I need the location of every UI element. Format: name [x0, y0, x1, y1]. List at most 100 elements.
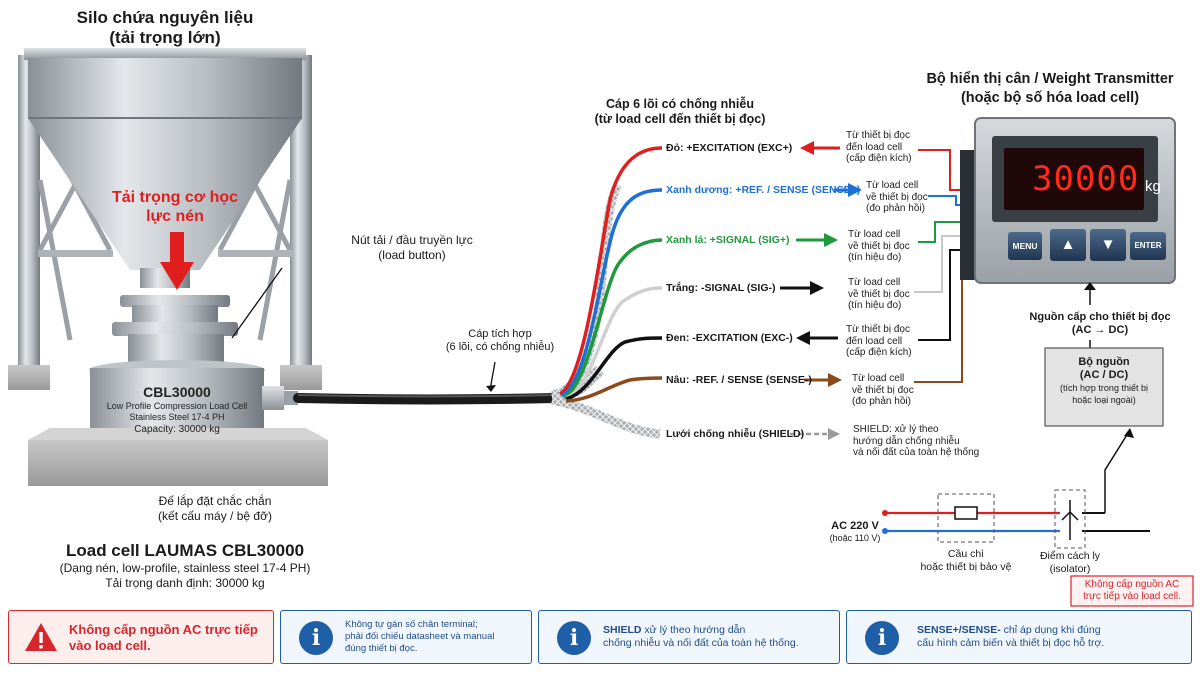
- info-banner-shield: i SHIELD xử lý theo hướng dẫn chống nhiễ…: [538, 610, 840, 664]
- shield-label: Lưới chống nhiễu (SHIELD): [666, 428, 805, 440]
- info-icon: i: [557, 621, 591, 655]
- transmitter-title: Bộ hiển thị cân / Weight Transmitter (ho…: [905, 70, 1195, 108]
- shield-note-3: và nối đất của toàn hệ thống: [853, 447, 980, 458]
- wire-note-black: Từ thiết bị đọc đến load cell (cấp điện …: [846, 324, 912, 359]
- fuse-label: Cầu chì hoặc thiết bị bảo vệ: [908, 548, 1024, 574]
- shield-note-1: SHIELD: xử lý theo: [853, 424, 939, 435]
- power-unit: Bộ nguồn (AC / DC) (tích hợp trong thiết…: [1045, 356, 1163, 406]
- wire-note-green: Từ load cell về thiết bị đọc (tín hiệu đ…: [848, 229, 910, 264]
- wire-green-color-name: Xanh lá:: [666, 234, 707, 246]
- info-sense-line1: chỉ áp dụng khi đúng: [1000, 624, 1101, 636]
- cable6-title: Cáp 6 lõi có chống nhiễu (từ load cell đ…: [575, 97, 785, 127]
- isolator-line1: Điểm cách ly: [1039, 550, 1101, 562]
- ac-input-line2: (hoặc 110 V): [829, 533, 881, 543]
- wire-blue-signal: +REF. / SENSE (SENSE+): [735, 184, 861, 196]
- display-unit: kg: [1145, 178, 1161, 195]
- warning-banner-line1: Không cấp nguồn AC trực tiếp: [69, 622, 258, 637]
- wire-note-brown: Từ load cell về thiết bị đọc (đo phản hồ…: [852, 373, 914, 408]
- loadcell-caption-title: Load cell LAUMAS CBL30000: [65, 541, 305, 560]
- warning-banner-line2: vào load cell.: [69, 638, 151, 653]
- note-blue-1: Từ load cell: [866, 180, 919, 191]
- base-label: Đế lắp đặt chắc chắn (kết cấu máy / bệ đ…: [115, 494, 315, 524]
- isolator-label: Điểm cách ly (isolator): [1020, 550, 1120, 576]
- up-button[interactable]: ▲: [1050, 229, 1086, 261]
- weight-display: 30000: [1012, 157, 1142, 201]
- loadcell-model: CBL30000: [143, 384, 211, 400]
- integrated-cable-label: Cáp tích hợp (6 lõi, có chống nhiễu): [420, 328, 580, 354]
- note-red-2: đến load cell: [846, 141, 903, 153]
- wire-brown-color-name: Nâu:: [666, 374, 690, 386]
- info-terminal-line2: phải đối chiếu datasheet và manual: [345, 631, 495, 642]
- wire-label-white: Trắng: -SIGNAL (SIG-): [666, 282, 776, 295]
- ac-warning-box: [1070, 575, 1194, 607]
- info-icon: i: [299, 621, 333, 655]
- power-unit-line3: (tích hợp trong thiết bị: [1060, 383, 1148, 393]
- info-banner-sense: i SENSE+/SENSE- chỉ áp dụng khi đúng cấu…: [846, 610, 1192, 664]
- wire-label-blue: Xanh dương: +REF. / SENSE (SENSE+): [666, 184, 860, 197]
- wire-note-blue: Từ load cell về thiết bị đọc (đo phản hồ…: [866, 180, 928, 215]
- loadcell-desc: Low Profile Compression Load Cell: [106, 401, 248, 411]
- cable6-line2: (từ load cell đến thiết bị đọc): [594, 112, 766, 126]
- down-button[interactable]: ▼: [1090, 229, 1126, 261]
- note-black-3: (cấp điện kích): [846, 347, 912, 358]
- info-sense-bold: SENSE+/SENSE-: [917, 624, 1001, 636]
- wire-note-red: Từ thiết bị đọc đến load cell (cấp điện …: [846, 130, 912, 165]
- load-label: Tải trọng cơ học lực nén: [100, 188, 250, 226]
- fuse-line2: hoặc thiết bị bảo vệ: [920, 561, 1012, 573]
- power-unit-line2: (AC / DC): [1079, 369, 1129, 381]
- integrated-cable-line2: (6 lõi, có chống nhiễu): [445, 341, 555, 353]
- info-sense-line2: cấu hình cảm biến và thiết bị đọc hỗ trợ…: [917, 637, 1105, 649]
- loadcell-caption-line1: (Dạng nén, low-profile, stainless steel …: [59, 561, 311, 575]
- wire-black-color-name: Đen:: [666, 332, 690, 344]
- wire-label-red: Đỏ: +EXCITATION (EXC+): [666, 142, 792, 155]
- note-red-3: (cấp điện kích): [846, 153, 912, 164]
- loadcell-caption: Load cell LAUMAS CBL30000 (Dạng nén, low…: [20, 540, 350, 591]
- info-terminal-line3: đúng thiết bị đọc.: [345, 643, 418, 654]
- menu-button[interactable]: MENU: [1008, 232, 1042, 260]
- power-supply-line2: (AC → DC): [1071, 324, 1129, 336]
- silo-title-line2: (tải trọng lớn): [109, 28, 221, 47]
- power-unit-line4: hoặc loại ngoài): [1072, 395, 1136, 405]
- wire-red-color-name: Đỏ:: [666, 142, 684, 154]
- fuse-icon: [937, 493, 995, 543]
- load-label-line1: Tải trọng cơ học: [111, 189, 239, 206]
- transmitter-title-line1: Bộ hiển thị cân / Weight Transmitter: [926, 71, 1174, 87]
- info-icon: i: [865, 621, 899, 655]
- ac-lines: [882, 428, 1150, 534]
- info-terminal-line1: Không tự gán số chân terminal;: [345, 619, 478, 630]
- load-button-line2: (load button): [378, 248, 446, 262]
- power-supply-line1: Nguồn cấp cho thiết bị đọc: [1029, 311, 1171, 323]
- power-supply-label: Nguồn cấp cho thiết bị đọc (AC → DC): [1020, 311, 1180, 337]
- wire-black-signal: -EXCITATION (EXC-): [692, 332, 793, 344]
- force-arrow-icon: [160, 232, 194, 290]
- info-shield-line1: xử lý theo hướng dẫn: [641, 624, 746, 636]
- info-shield-line2: chống nhiễu và nối đất của toàn hệ thống…: [603, 637, 799, 649]
- note-white-2: về thiết bị đọc: [848, 288, 910, 300]
- info-banner-terminal: i Không tự gán số chân terminal; phải đố…: [280, 610, 532, 664]
- isolator-line2: (isolator): [1049, 563, 1091, 575]
- note-brown-1: Từ load cell: [852, 373, 905, 384]
- transmitter-title-line2: (hoặc bộ số hóa load cell): [960, 90, 1140, 106]
- ac-input-line1: AC 220 V: [831, 520, 879, 532]
- wire-label-brown: Nâu: -REF. / SENSE (SENSE-): [666, 374, 812, 387]
- ac-warning-line2: trực tiếp vào load cell.: [1083, 591, 1181, 602]
- note-green-2: về thiết bị đọc: [848, 240, 910, 252]
- ac-input-label: AC 220 V (hoặc 110 V): [820, 520, 890, 544]
- cable6-line1: Cáp 6 lõi có chống nhiễu: [606, 97, 754, 111]
- note-white-1: Từ load cell: [848, 277, 901, 288]
- load-button-label: Nút tải / đầu truyền lực (load button): [322, 233, 502, 263]
- note-black-2: đến load cell: [846, 335, 903, 347]
- loadcell-engraving: CBL30000 Low Profile Compression Load Ce…: [92, 384, 262, 436]
- isolator-icon: [1054, 489, 1086, 549]
- base-line2: (kết cấu máy / bệ đỡ): [158, 509, 272, 523]
- wire-bundle: [558, 146, 663, 403]
- note-blue-2: về thiết bị đọc: [866, 191, 928, 203]
- note-black-1: Từ thiết bị đọc: [846, 324, 910, 335]
- wire-label-green: Xanh lá: +SIGNAL (SIG+): [666, 234, 790, 247]
- wire-blue-color-name: Xanh dương:: [666, 184, 733, 196]
- silo-title-line1: Silo chứa nguyên liệu: [76, 8, 254, 27]
- base-line1: Đế lắp đặt chắc chắn: [158, 494, 272, 508]
- enter-button[interactable]: ENTER: [1130, 232, 1166, 260]
- note-green-1: Từ load cell: [848, 229, 901, 240]
- note-green-3: (tín hiệu đo): [848, 252, 902, 263]
